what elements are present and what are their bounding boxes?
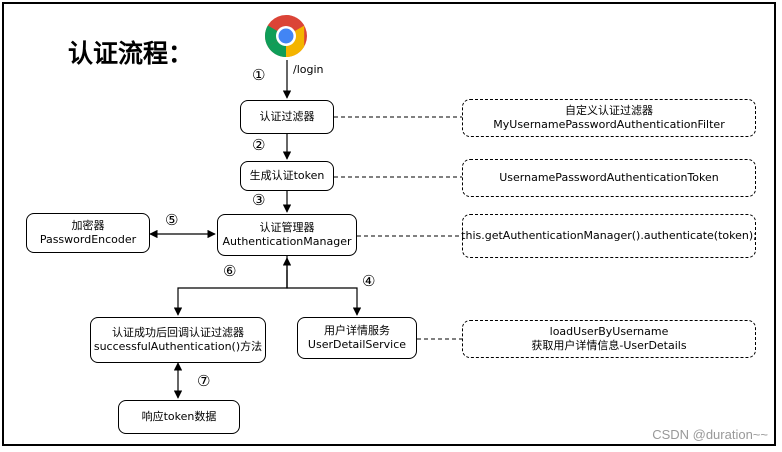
node-auth-manager-line2: AuthenticationManager (222, 235, 352, 248)
node-auth-filter[interactable]: 认证过滤器 (240, 100, 334, 134)
step-6-marker: ⑥ (223, 262, 237, 280)
note-token-class-text: UsernamePasswordAuthenticationToken (499, 171, 719, 184)
step-5-marker: ⑤ (165, 211, 179, 229)
note-load-user-line2: 获取用户详情信息-UserDetails (531, 339, 687, 352)
step-3-marker: ③ (252, 191, 266, 209)
note-authenticate-call: this.getAuthenticationManager().authenti… (461, 214, 757, 258)
node-success-callback[interactable]: 认证成功后回调认证过滤器 successfulAuthentication()方… (90, 317, 266, 363)
chrome-browser-icon (264, 14, 307, 58)
node-generate-token[interactable]: 生成认证token (240, 161, 334, 191)
step-4-marker: ④ (362, 272, 376, 290)
node-response-token[interactable]: 响应token数据 (118, 400, 240, 434)
node-password-encoder[interactable]: 加密器 PasswordEncoder (26, 213, 150, 253)
request-label: /login (293, 63, 324, 76)
node-password-encoder-line2: PasswordEncoder (39, 233, 137, 246)
step-1-marker: ① (252, 66, 266, 84)
node-success-callback-line1: 认证成功后回调认证过滤器 (112, 326, 244, 339)
node-password-encoder-line1: 加密器 (71, 219, 105, 232)
node-generate-token-label: 生成认证token (249, 169, 325, 182)
note-load-user-line1: loadUserByUsername (549, 325, 669, 338)
node-success-callback-line2: successfulAuthentication()方法 (93, 340, 263, 353)
note-token-class: UsernamePasswordAuthenticationToken (462, 159, 756, 197)
node-auth-manager-line1: 认证管理器 (259, 221, 315, 234)
watermark: CSDN @duration~~ (652, 427, 768, 442)
node-response-token-label: 响应token数据 (141, 410, 217, 423)
note-custom-filter: 自定义认证过滤器 MyUsernamePasswordAuthenticatio… (462, 99, 756, 137)
page-title: 认证流程： (68, 39, 194, 68)
note-authenticate-call-text: this.getAuthenticationManager().authenti… (461, 229, 757, 242)
step-7-marker: ⑦ (197, 372, 211, 390)
note-load-user: loadUserByUsername 获取用户详情信息-UserDetails (462, 320, 756, 358)
node-auth-manager[interactable]: 认证管理器 AuthenticationManager (217, 214, 357, 256)
node-user-detail-service-line1: 用户详情服务 (324, 324, 390, 337)
arrow-manager-to-userdetail (286, 256, 362, 316)
note-custom-filter-line1: 自定义认证过滤器 (565, 104, 653, 117)
diagram-frame (2, 2, 776, 446)
node-auth-filter-label: 认证过滤器 (259, 110, 315, 123)
node-user-detail-service[interactable]: 用户详情服务 UserDetailService (297, 317, 417, 359)
step-2-marker: ② (252, 136, 266, 154)
node-user-detail-service-line2: UserDetailService (307, 338, 407, 351)
note-custom-filter-line2: MyUsernamePasswordAuthenticationFilter (493, 118, 725, 131)
